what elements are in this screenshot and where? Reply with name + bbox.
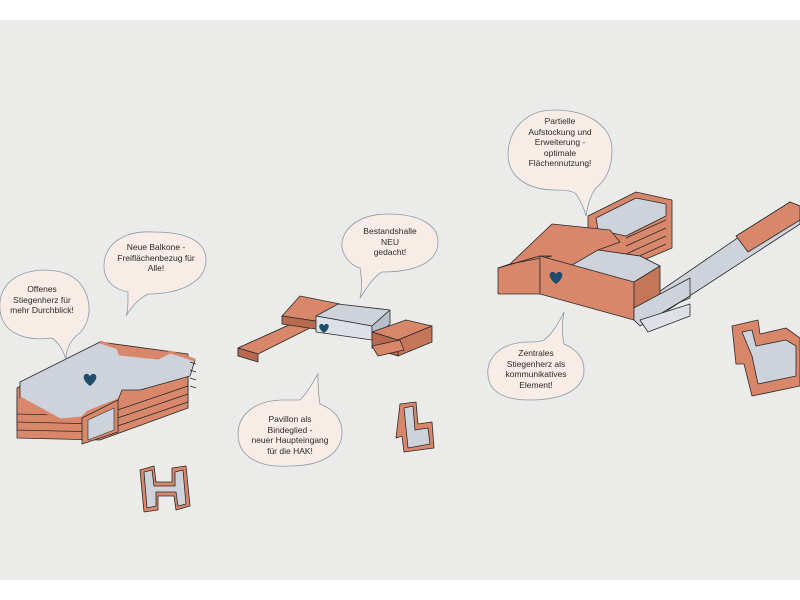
bubble-text-open-stair: Offenes Stiegenherz für mehr Durchblick!	[10, 284, 74, 315]
building-extension	[497, 191, 800, 333]
bubble-text-central-stair: Zentrales Stiegenherz als kommunikatives…	[505, 348, 567, 390]
diagram-canvas: Offenes Stiegenherz für mehr Durchblick!…	[0, 20, 800, 580]
building-hall	[237, 295, 433, 363]
bubble-text-balconies: Neue Balkone - Freiflächenbezug für Alle…	[117, 242, 195, 273]
bubble-extension	[507, 109, 613, 217]
bubble-hall	[341, 213, 439, 299]
plan-h-shape	[139, 465, 191, 513]
bubble-balconies	[103, 231, 207, 317]
bubble-open-stair	[0, 269, 90, 361]
building-h-block	[16, 340, 197, 445]
plan-bracket-shape	[731, 319, 800, 397]
bubble-pavilion	[237, 372, 343, 467]
bubble-text-extension: Partielle Aufstockung und Erweiterung - …	[528, 116, 592, 168]
isometric-diagram	[0, 109, 800, 513]
bubble-central-stair	[487, 311, 585, 401]
bubble-text-pavilion: Pavillon als Bindeglied - neuer Hauptein…	[251, 414, 329, 456]
plan-l-shape	[395, 401, 435, 453]
bubble-text-hall: Bestandshalle NEU gedacht!	[363, 226, 417, 257]
speech-bubbles	[0, 109, 613, 467]
